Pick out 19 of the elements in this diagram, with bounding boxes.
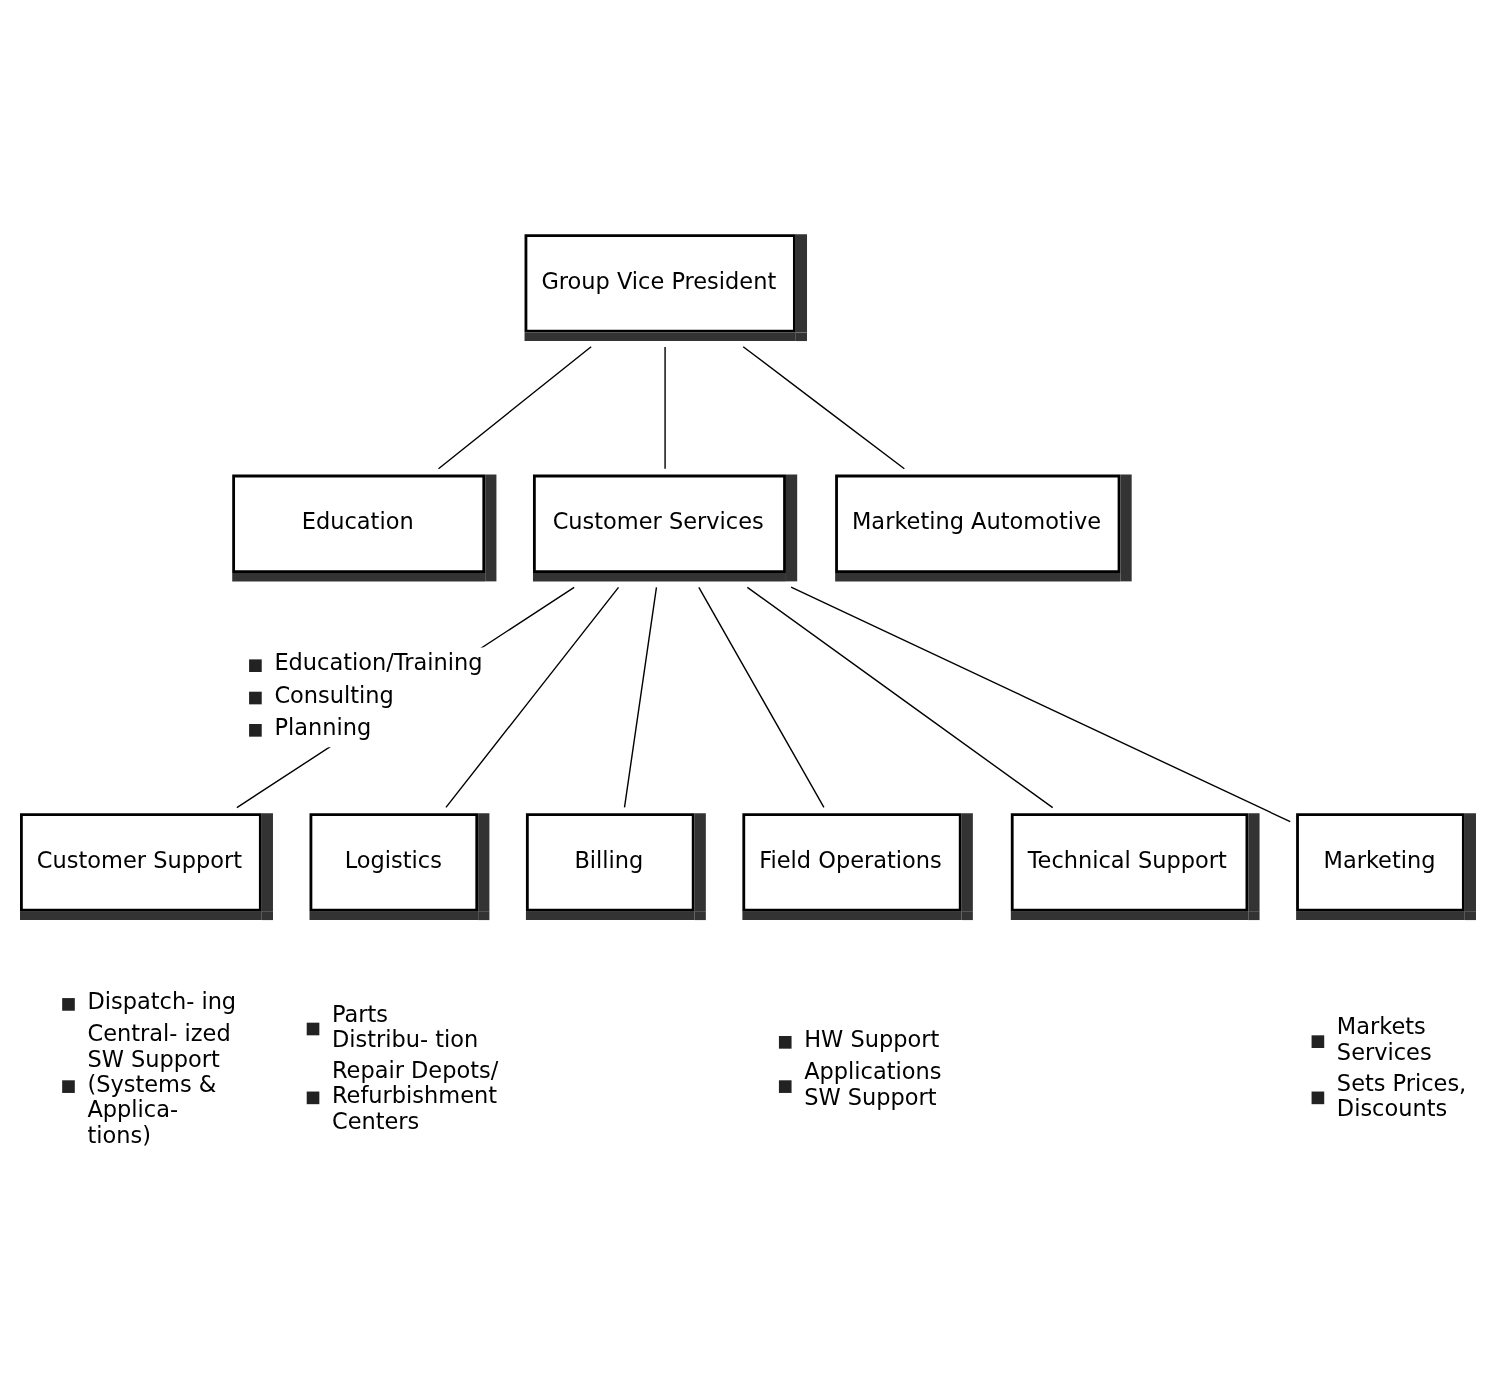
connector xyxy=(790,586,1291,823)
connector xyxy=(698,586,825,809)
node-label: Sets Prices, Discounts xyxy=(1336,1069,1467,1121)
connector xyxy=(664,346,666,470)
connector xyxy=(445,586,620,809)
node-label: Education/Training xyxy=(274,649,483,676)
node-label: Consulting xyxy=(274,681,394,708)
connector xyxy=(623,586,658,809)
node-label: Parts Distribu- tion xyxy=(332,1000,479,1052)
connector xyxy=(746,586,1054,809)
node-label: HW Support xyxy=(804,1025,940,1052)
connector xyxy=(742,346,906,470)
node-label: Markets Services xyxy=(1336,1013,1432,1065)
connector xyxy=(437,346,592,470)
node-label: Dispatch- ing xyxy=(87,988,237,1015)
node-label: Planning xyxy=(274,713,372,740)
node-label: Repair Depots/ Refurbishment Centers xyxy=(332,1056,499,1134)
node-label: Central- ized SW Support (Systems & Applica- tions) xyxy=(87,1020,231,1148)
node-label: Applications SW Support xyxy=(804,1058,942,1110)
